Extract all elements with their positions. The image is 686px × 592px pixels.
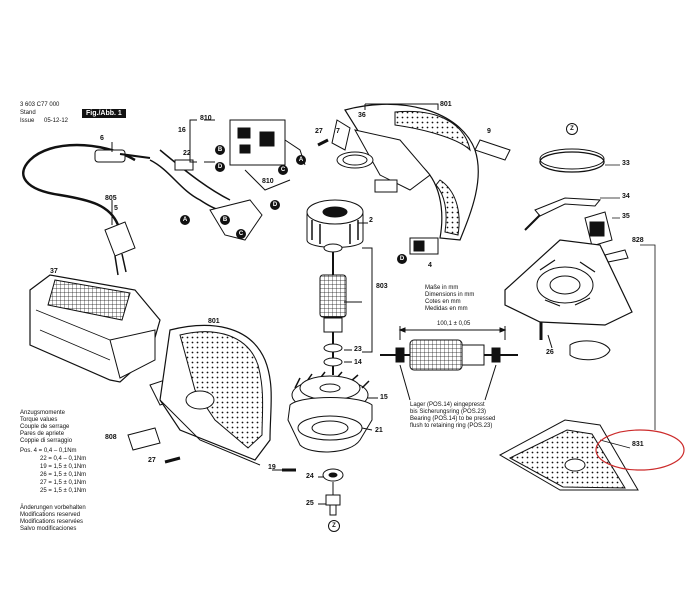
connector-d-marker: D — [270, 200, 280, 210]
torque-title-fr: Couple de serrage — [20, 424, 70, 430]
torque-title-it: Coppie di serraggio — [20, 438, 73, 444]
connector-d-marker: D — [215, 162, 225, 172]
part-label: 33 — [622, 160, 630, 167]
part-label: 27 — [148, 457, 156, 464]
part-label: 801 — [208, 318, 220, 325]
part-label: 22 — [183, 150, 191, 157]
sanding-sheet — [498, 419, 639, 491]
part-label: 6 — [100, 135, 104, 142]
stator — [306, 199, 364, 248]
modifications-en: Modifications reserved — [20, 512, 81, 518]
part-label: 23 — [354, 346, 362, 353]
dimensions-fr: Cotes en mm — [425, 299, 461, 305]
part-label: 27 — [315, 128, 323, 135]
torque-row: 19 = 1,5 ± 0,1Nm — [40, 464, 87, 470]
part-label: 2 — [369, 217, 373, 224]
part-label: 9 — [487, 128, 491, 135]
part-label: 21 — [375, 427, 383, 434]
connector-a-marker: A — [180, 215, 190, 225]
bearing-note-de-2: bis Sicherungsring (POS.23) — [410, 409, 487, 415]
part-label: 808 — [105, 434, 117, 441]
connector-c-marker: C — [278, 165, 288, 175]
part-label: 34 — [622, 193, 630, 200]
torque-row: 27 = 1,5 ± 0,1Nm — [40, 480, 87, 486]
modifications-es: Salvo modificaciones — [20, 526, 77, 532]
part-label: 24 — [306, 473, 314, 480]
housing-lower — [159, 324, 272, 466]
part-number: 3 603 C77 000 — [20, 102, 60, 108]
torque-title-en: Torque values — [20, 417, 58, 423]
part-label: 26 — [546, 349, 554, 356]
part-label: 831 — [632, 441, 644, 448]
part-label: 810 — [262, 178, 274, 185]
part-label: 805 — [105, 195, 117, 202]
switch-module — [149, 119, 306, 241]
issue-date: 05-12-12 — [44, 118, 69, 124]
modifications-de: Änderungen vorbehalten — [20, 505, 86, 511]
part-label: 810 — [200, 115, 212, 122]
highlight-ellipse — [595, 429, 685, 471]
part-label: 5 — [114, 205, 118, 212]
part-label: 14 — [354, 359, 362, 366]
bearing-note-en-1: Bearing (POS.14) to be pressed — [410, 416, 496, 422]
housing-top — [336, 103, 479, 241]
dimension-value: 100,1 ± 0,05 — [437, 321, 471, 327]
dimensions-de: Maße in mm — [425, 285, 459, 291]
stand-label: Stand — [20, 110, 36, 116]
torque-title-de: Anzugsmomente — [20, 410, 66, 416]
part-label: 801 — [440, 101, 452, 108]
part-label: 25 — [306, 500, 314, 507]
torque-row: 22 = 0,4 – 0,1Nm — [40, 456, 87, 462]
connector-a-marker: A — [296, 155, 306, 165]
torque-title-es: Pares de apriete — [20, 431, 65, 437]
torque-row: 25 = 1,5 ± 0,1Nm — [40, 488, 87, 494]
sanding-plate — [504, 239, 633, 326]
part-label: 803 — [376, 283, 388, 290]
part-label: 7 — [336, 128, 340, 135]
part-label: 37 — [50, 268, 58, 275]
part-label: 15 — [380, 394, 388, 401]
power-cord — [22, 143, 151, 276]
torque-row: 26 = 1,5 ± 0,1Nm — [40, 472, 87, 478]
part-label: 16 — [178, 127, 186, 134]
armature-dimension-view — [380, 326, 518, 401]
figure-label: Fig./Abb. 1 — [82, 109, 126, 118]
connector-z-marker: Z — [328, 520, 340, 532]
bearing-note-de-1: Lager (POS.14) eingepresst — [410, 402, 485, 408]
dimensions-es: Medidas en mm — [425, 306, 468, 312]
part-label: 4 — [428, 262, 432, 269]
torque-row: Pos. 4 = 0,4 – 0,1Nm — [20, 448, 77, 454]
dimensions-en: Dimensions in mm — [425, 292, 475, 298]
connector-b-marker: B — [220, 215, 230, 225]
connector-b-marker: B — [215, 145, 225, 155]
issue-label: Issue — [20, 118, 35, 124]
base-housing — [287, 397, 373, 453]
part-label: 35 — [622, 213, 630, 220]
part-label: 19 — [268, 464, 276, 471]
part-label: 828 — [632, 237, 644, 244]
modifications-fr: Modifications reservées — [20, 519, 84, 525]
connector-d-marker: D — [397, 254, 407, 264]
connector-c-marker: C — [236, 229, 246, 239]
bearing-note-en-2: flush to retaining ring (POS.23) — [410, 423, 493, 429]
connector-z-marker: Z — [566, 123, 578, 135]
armature — [319, 243, 347, 375]
part-label: 36 — [358, 112, 366, 119]
